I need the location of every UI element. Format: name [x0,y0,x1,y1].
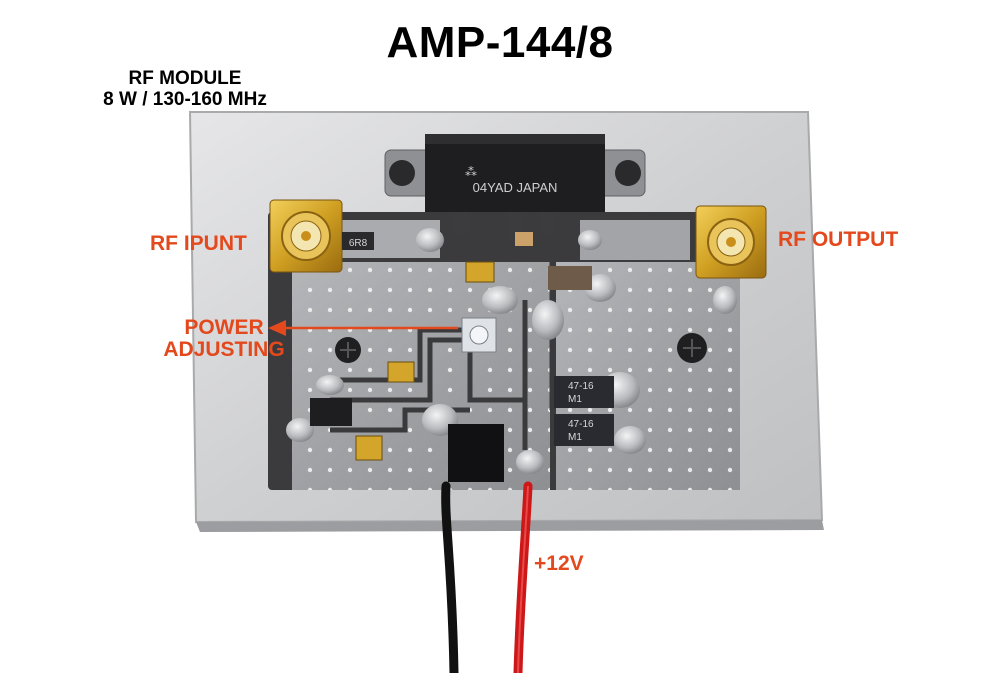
tantalum-capacitor-3 [355,435,383,461]
mounting-screw-left [335,337,361,363]
cap2-code: M1 [568,432,582,443]
rf-power-module: 04YAD JAPAN ⁂ [384,134,646,236]
rf-input-connector [269,199,343,273]
rf-output-label: RF OUTPUT [778,228,899,251]
subtitle-line-2: 8 W / 130-160 MHz [103,89,267,110]
mitsubishi-logo-icon: ⁂ [465,165,477,179]
transistor-ic [448,424,504,482]
ground-wire [441,481,459,673]
inductor-marking: 6R8 [349,238,368,249]
power-adjust-label-line-1: POWER [184,316,264,339]
electrolytic-capacitor-2: 47-16 M1 [554,414,614,446]
cap2-value: 47-16 [568,419,594,430]
regulator-ic [310,398,352,426]
rf-output-connector [695,205,767,279]
inductor: 6R8 [342,232,374,250]
module-marking: 04YAD JAPAN [473,180,558,195]
smd-capacitor [515,232,533,246]
power-adjust-arrow [268,320,458,336]
subtitle-line-1: RF MODULE [128,68,242,89]
cap1-value: 47-16 [568,381,594,392]
rf-input-label: RF IPUNT [150,232,247,255]
tantalum-capacitor-2 [387,361,415,383]
heatsink-edge [196,520,824,532]
power-adjust-label-line-2: ADJUSTING [163,338,285,361]
crystal-component [548,266,592,290]
tantalum-capacitor-1 [465,261,495,283]
mounting-screw-right [677,333,707,363]
page-title: AMP-144/8 [386,18,614,67]
supply-voltage-label: +12V [534,552,584,575]
electrolytic-capacitor-1: 47-16 M1 [554,376,614,408]
cap1-code: M1 [568,394,582,405]
